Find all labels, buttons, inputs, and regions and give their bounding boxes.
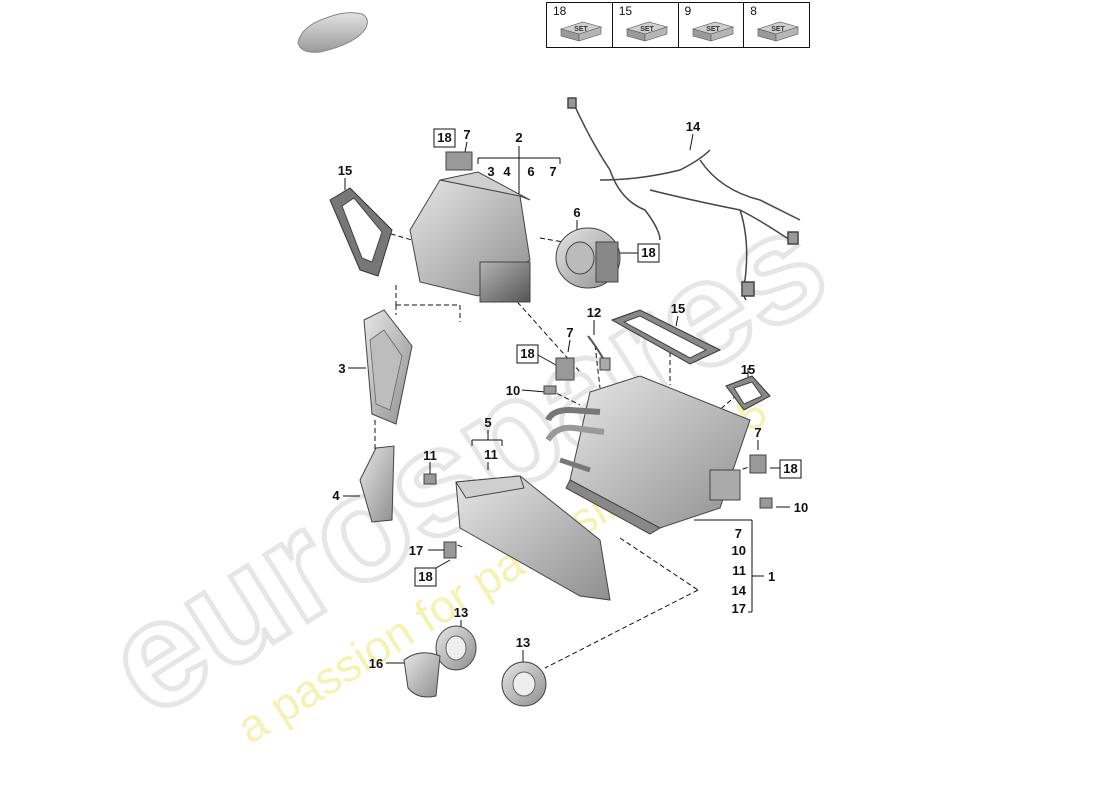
callout-7-right: 7	[754, 425, 761, 440]
set-label: SET	[706, 26, 720, 33]
set-label: SET	[574, 26, 588, 33]
sensor-part-10-mid[interactable]	[543, 385, 557, 395]
callout-15-left: 15	[338, 163, 352, 178]
callout-labels: 7 2 3 4 6 7 14 15 6 15 12 7 15 10 3 5 11…	[332, 119, 808, 671]
duct-part-4[interactable]	[359, 445, 395, 523]
callout-14: 14	[686, 119, 701, 134]
set-box-icon: SET	[757, 21, 800, 42]
bracket-part-17[interactable]	[443, 541, 457, 559]
callout-12: 12	[587, 305, 601, 320]
svg-text:18: 18	[641, 245, 655, 260]
group-callout-7: 7	[735, 526, 742, 541]
callout-15-mid: 15	[671, 301, 685, 316]
car-icon	[297, 12, 368, 53]
callout-5-sub-11: 11	[484, 447, 498, 462]
callout-10-mid: 10	[506, 383, 520, 398]
callout-7-top: 7	[463, 127, 470, 142]
callout-4: 4	[332, 488, 340, 503]
actuator-part-7-mid[interactable]	[555, 357, 575, 381]
svg-text:18: 18	[783, 461, 797, 476]
callout-10-right: 10	[794, 500, 808, 515]
set-label: SET	[771, 26, 785, 33]
callout-box-18-top[interactable]: 18	[433, 128, 456, 148]
callout-16: 16	[369, 656, 383, 671]
callout-13-left: 13	[454, 605, 468, 620]
sensor-part-11[interactable]	[423, 473, 437, 485]
callout-3: 3	[338, 361, 345, 376]
filter-frame-part-15[interactable]	[329, 187, 393, 277]
svg-text:18: 18	[520, 346, 534, 361]
group-callout-17: 17	[732, 601, 746, 616]
flap-part-13-left[interactable]	[435, 625, 477, 671]
blower-motor-part-6[interactable]	[555, 227, 621, 289]
wiring-harness-part-14[interactable]	[567, 97, 801, 301]
callout-17: 17	[409, 543, 423, 558]
set-table: 18 SET 15 SET 9 SET 8 SET	[546, 2, 810, 48]
filter-part-3[interactable]	[363, 309, 413, 425]
callout-2-sub-3: 3	[487, 164, 494, 179]
callout-5: 5	[484, 415, 491, 430]
svg-text:18: 18	[437, 130, 451, 145]
sensor-part-12[interactable]	[587, 335, 611, 371]
blower-housing-part-2[interactable]	[409, 151, 531, 303]
set-number: 15	[618, 4, 633, 18]
seal-part-15-mid[interactable]	[610, 309, 722, 365]
group-callout-14: 14	[732, 583, 747, 598]
group-callout-11: 11	[732, 563, 746, 578]
actuator-part-7-right[interactable]	[749, 454, 767, 474]
set-cell-8[interactable]: 8 SET	[744, 3, 809, 47]
svg-text:18: 18	[418, 569, 432, 584]
set-number: 18	[553, 4, 567, 18]
set-cell-9[interactable]: 9 SET	[679, 3, 745, 47]
callout-box-18-bottom[interactable]: 18	[414, 567, 437, 587]
callout-2: 2	[515, 130, 522, 145]
set-box-icon: SET	[691, 21, 734, 42]
set-box-icon: SET	[625, 21, 668, 42]
callout-2-sub-7: 7	[549, 164, 556, 179]
callout-2-sub-4: 4	[503, 164, 511, 179]
callout-6: 6	[573, 205, 580, 220]
callout-box-18-right[interactable]: 18	[779, 459, 802, 479]
set-number: 9	[684, 4, 692, 18]
evaporator-assembly-part-1[interactable]	[545, 375, 751, 535]
callout-13-right: 13	[516, 635, 530, 650]
callout-box-18-mid[interactable]: 18	[516, 344, 539, 364]
distribution-housing-part-5[interactable]	[455, 475, 611, 601]
group-callout-10: 10	[732, 543, 746, 558]
set-cell-18[interactable]: 18 SET	[547, 3, 613, 47]
callout-11: 11	[423, 448, 437, 463]
flap-part-16[interactable]	[403, 652, 441, 698]
flap-part-13-right[interactable]	[501, 661, 547, 707]
callout-2-sub-6: 6	[527, 164, 534, 179]
callout-7-mid: 7	[566, 325, 573, 340]
callout-15-right: 15	[741, 362, 755, 377]
set-number: 8	[750, 4, 757, 18]
group-callout-1: 1	[768, 569, 775, 584]
set-box-icon: SET	[559, 21, 603, 42]
set-cell-15[interactable]: 15 SET	[613, 3, 679, 47]
seal-part-15-right[interactable]	[725, 375, 771, 411]
sensor-part-10-right[interactable]	[759, 497, 773, 509]
callout-box-18-motor[interactable]: 18	[637, 243, 660, 263]
leader-lines	[343, 133, 790, 664]
set-label: SET	[640, 26, 654, 33]
